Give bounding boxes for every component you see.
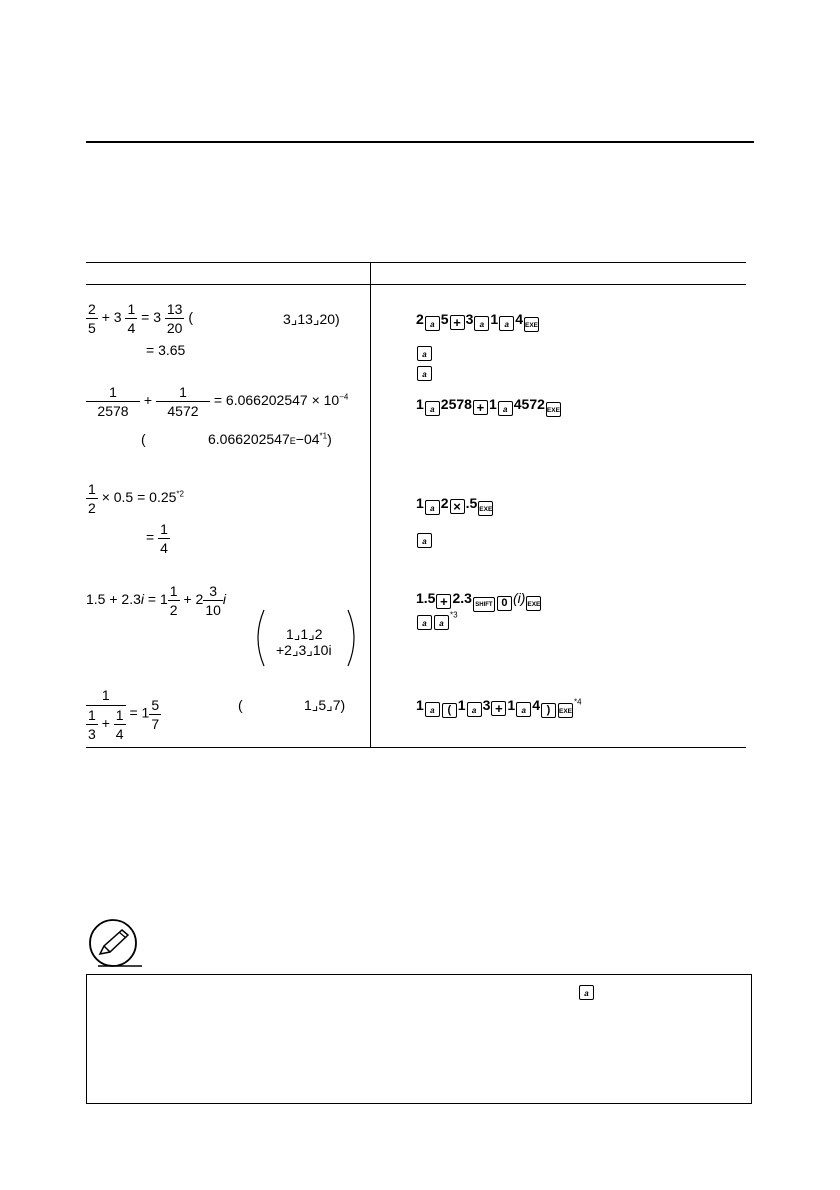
zero-key-icon: 0 bbox=[496, 596, 512, 611]
frac-key-icon: a bbox=[417, 615, 432, 630]
exe-key-icon: EXE bbox=[478, 501, 494, 516]
table-top-rule bbox=[86, 262, 746, 263]
exe-key-icon: EXE bbox=[557, 703, 573, 718]
frac-key-icon: a bbox=[424, 401, 440, 416]
plus-key-icon: + bbox=[436, 594, 452, 609]
table-header-rule bbox=[86, 284, 746, 285]
top-rule bbox=[86, 141, 754, 143]
frac-key-icon: a bbox=[474, 316, 490, 331]
times-key-icon: × bbox=[449, 499, 465, 514]
frac-key-icon: a bbox=[417, 533, 432, 548]
example-2-open-paren: ( bbox=[141, 431, 146, 447]
exe-key-icon: EXE bbox=[523, 317, 539, 332]
rparen-key-icon: ) bbox=[540, 703, 556, 718]
example-1-key-2: a bbox=[416, 341, 433, 361]
plus-key-icon: + bbox=[449, 315, 465, 330]
example-5-open-paren: ( bbox=[238, 697, 243, 713]
example-4-display-1: 1⌟1⌟2 bbox=[286, 626, 323, 642]
note-frac-key: a bbox=[578, 980, 595, 1000]
display-bracket bbox=[257, 609, 355, 667]
frac-key-icon: a bbox=[417, 346, 432, 361]
table-bottom-rule bbox=[86, 747, 746, 748]
example-5-display: 1⌟5⌟7) bbox=[304, 697, 346, 713]
plus-key-icon: + bbox=[472, 400, 488, 415]
example-3-key-2: a bbox=[416, 528, 433, 548]
frac-key-icon: a bbox=[424, 500, 440, 515]
exe-key-icon: EXE bbox=[545, 402, 561, 417]
exe-key-icon: EXE bbox=[526, 596, 542, 611]
frac-key-icon: a bbox=[424, 316, 440, 331]
frac-key-icon: a bbox=[417, 366, 432, 381]
shift-key-icon: SHIFT bbox=[472, 597, 495, 612]
example-1-decimal: = 3.65 bbox=[146, 342, 186, 358]
frac-key-icon: a bbox=[424, 702, 440, 717]
frac-key-icon: a bbox=[516, 702, 532, 717]
example-1-display: 3⌟13⌟20) bbox=[283, 311, 340, 327]
example-1-key-3: a bbox=[416, 361, 433, 381]
example-4-display-2: +2⌟3⌟10i bbox=[276, 642, 332, 658]
frac-key-icon: a bbox=[466, 702, 482, 717]
note-box bbox=[86, 974, 752, 1104]
frac-key-icon: a bbox=[499, 316, 515, 331]
plus-key-icon: + bbox=[491, 701, 507, 716]
frac-key-icon: a bbox=[579, 985, 594, 1000]
frac-key-icon: a bbox=[497, 401, 513, 416]
table-divider bbox=[370, 262, 371, 748]
example-2-display: 6.066202547E−04*1) bbox=[208, 431, 332, 447]
frac-key-icon: a bbox=[434, 615, 449, 630]
lparen-key-icon: ( bbox=[441, 703, 457, 718]
pencil-note-icon bbox=[89, 919, 142, 967]
